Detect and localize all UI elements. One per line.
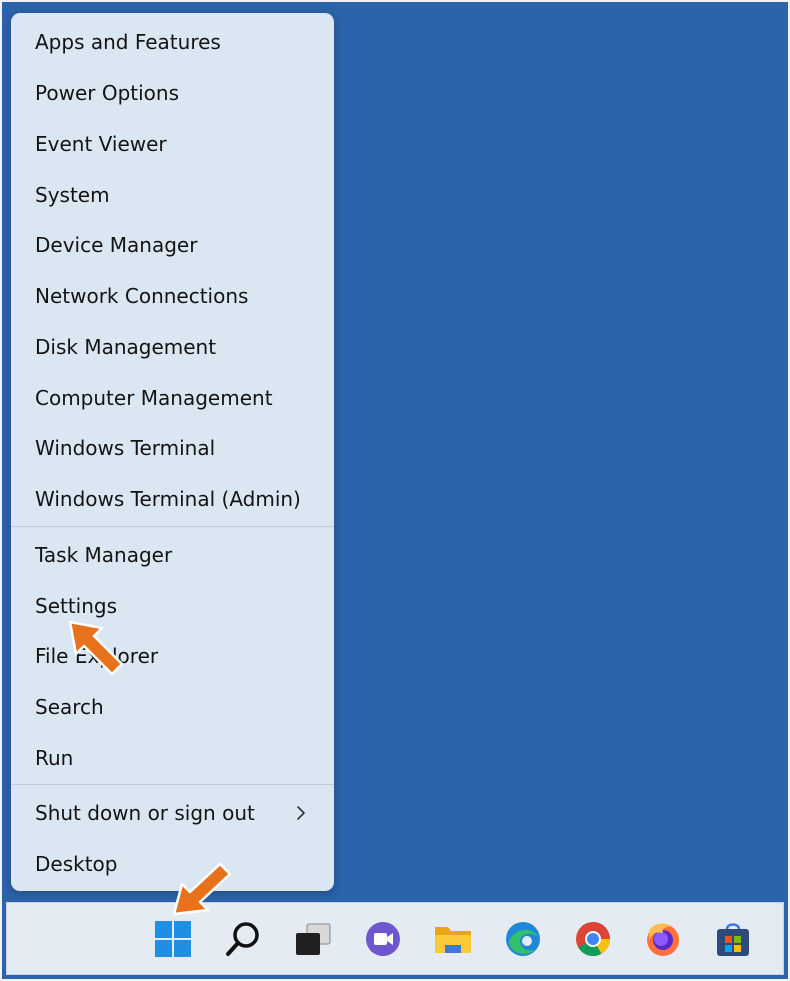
menu-item-label: Disk Management [35, 335, 217, 359]
menu-item-search[interactable]: Search [11, 682, 334, 732]
frame-top [0, 0, 790, 2]
task-view-icon[interactable] [293, 919, 333, 959]
menu-item-label: Computer Management [35, 386, 273, 410]
quick-link-menu: Apps and Features Power Options Event Vi… [11, 13, 334, 891]
menu-item-label: Search [35, 695, 104, 719]
menu-item-shut-down-or-sign-out[interactable]: Shut down or sign out [11, 788, 334, 838]
edge-icon[interactable] [503, 919, 543, 959]
menu-item-windows-terminal[interactable]: Windows Terminal [11, 423, 334, 473]
menu-item-label: System [35, 183, 110, 207]
file-explorer-icon[interactable] [433, 919, 473, 959]
menu-item-task-manager[interactable]: Task Manager [11, 530, 334, 580]
menu-item-label: Desktop [35, 852, 118, 876]
menu-item-file-explorer[interactable]: File Explorer [11, 631, 334, 681]
menu-item-label: Windows Terminal (Admin) [35, 487, 301, 511]
menu-item-label: Device Manager [35, 233, 198, 257]
taskbar [6, 902, 784, 975]
menu-item-label: Network Connections [35, 284, 249, 308]
frame-right [788, 0, 790, 981]
menu-item-label: Event Viewer [35, 132, 167, 156]
chevron-right-icon [296, 788, 306, 838]
store-icon[interactable] [713, 919, 753, 959]
menu-item-label: Apps and Features [35, 30, 221, 54]
menu-item-apps-and-features[interactable]: Apps and Features [11, 17, 334, 67]
menu-separator [11, 784, 334, 785]
menu-item-desktop[interactable]: Desktop [11, 839, 334, 889]
teams-chat-icon[interactable] [363, 919, 403, 959]
menu-item-run[interactable]: Run [11, 733, 334, 783]
frame-bottom [0, 979, 790, 981]
menu-item-disk-management[interactable]: Disk Management [11, 322, 334, 372]
menu-item-label: Windows Terminal [35, 436, 216, 460]
menu-item-network-connections[interactable]: Network Connections [11, 271, 334, 321]
frame-left [0, 0, 2, 981]
menu-item-settings[interactable]: Settings [11, 581, 334, 631]
menu-item-windows-terminal-admin[interactable]: Windows Terminal (Admin) [11, 474, 334, 524]
arrow-annotation-icon [170, 860, 240, 924]
menu-item-power-options[interactable]: Power Options [11, 68, 334, 118]
menu-item-system[interactable]: System [11, 170, 334, 220]
menu-item-computer-management[interactable]: Computer Management [11, 373, 334, 423]
menu-separator [11, 526, 334, 527]
menu-item-label: Run [35, 746, 74, 770]
firefox-icon[interactable] [643, 919, 683, 959]
arrow-annotation-icon [66, 618, 136, 682]
menu-item-device-manager[interactable]: Device Manager [11, 220, 334, 270]
search-icon[interactable] [223, 919, 263, 959]
chrome-icon[interactable] [573, 919, 613, 959]
menu-item-label: Task Manager [35, 543, 173, 567]
menu-item-label: Shut down or sign out [35, 801, 255, 825]
start-icon[interactable] [153, 919, 193, 959]
menu-item-event-viewer[interactable]: Event Viewer [11, 119, 334, 169]
menu-item-label: Power Options [35, 81, 179, 105]
menu-item-label: Settings [35, 594, 118, 618]
